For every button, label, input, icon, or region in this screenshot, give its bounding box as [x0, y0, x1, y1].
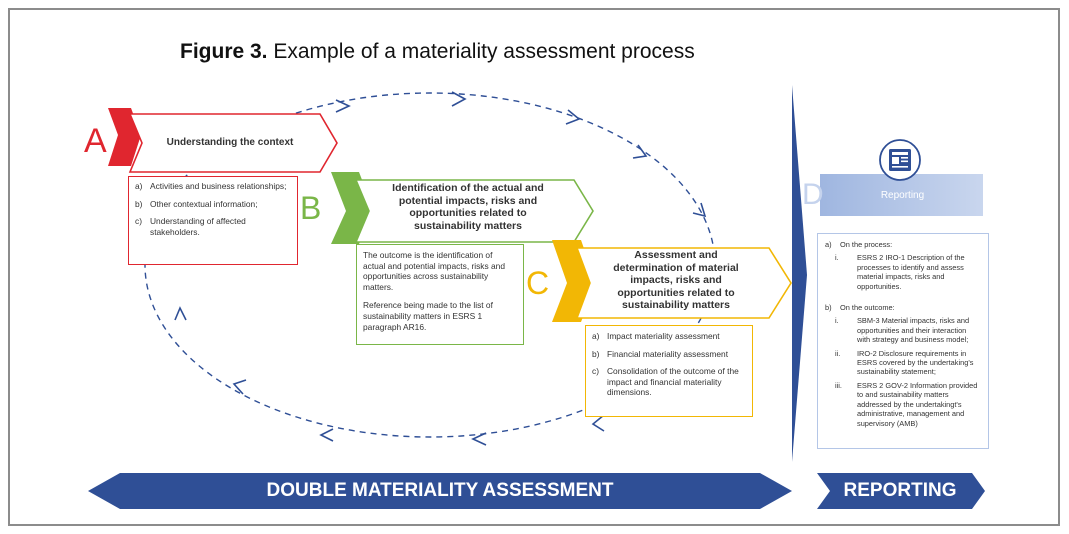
step-c-item: a)Impact materiality assessment	[592, 331, 720, 341]
step-d-outcome-heading: b)On the outcome:	[825, 303, 895, 313]
loop-arrow-1	[335, 99, 351, 113]
step-d-outcome-item: ii.IRO-2 Disclosure requirements in ESRS…	[835, 348, 974, 377]
step-a-letter: A	[84, 122, 107, 160]
step-d-banner	[820, 174, 983, 216]
step-c-item: c)Consolidation of the outcome of the im…	[592, 366, 739, 398]
loop-arrow-7	[471, 432, 487, 446]
step-b-reference: Reference being made to the list of sust…	[363, 300, 493, 332]
step-d-outcome-item: iii.ESRS 2 GOV-2 Information provided to…	[835, 380, 978, 428]
step-c-letter: C	[526, 265, 550, 301]
loop-arrow-2	[451, 91, 467, 107]
assessment-band-label: DOUBLE MATERIALITY ASSESSMENT	[266, 480, 614, 501]
step-b-box: The outcome is the identification of act…	[356, 244, 524, 345]
loop-arrow-6	[591, 414, 605, 432]
step-b-title: Identification of the actual and potenti…	[392, 182, 544, 232]
figure-title: Figure 3. Example of a materiality asses…	[180, 40, 695, 64]
loop-arrow-4	[632, 144, 648, 159]
step-c-arrow	[575, 247, 792, 319]
figure-label: Figure 3.	[180, 40, 268, 63]
assessment-band	[88, 473, 792, 509]
step-d-outcome-item: i.SBM-3 Material impacts, risks and oppo…	[835, 316, 970, 345]
loop-arrow-5	[692, 202, 707, 218]
figure-caption: Example of a materiality assessment proc…	[273, 40, 695, 63]
step-d-process-item: i.ESRS 2 IRO-1 Description of the proces…	[835, 253, 965, 291]
loop-arrow-10	[174, 306, 187, 321]
step-b-outcome: The outcome is the identification of act…	[363, 250, 505, 292]
step-a-item: a)Activities and business relationships;	[135, 181, 287, 191]
step-a-title: Understanding the context	[166, 137, 294, 148]
step-a-item: c)Understanding of affected stakeholders…	[135, 216, 246, 237]
step-d-process-heading: a)On the process:	[825, 240, 893, 249]
separator-arrow	[792, 85, 807, 462]
step-a-box: a)Activities and business relationships;…	[128, 176, 298, 265]
cycle-arrows	[174, 91, 707, 446]
step-a-item: b)Other contextual information;	[135, 198, 258, 209]
loop-arrow-8	[319, 428, 334, 442]
step-c-box: a)Impact materiality assessment b)Financ…	[585, 325, 753, 417]
step-d-box: a)On the process: i.ESRS 2 IRO-1 Descrip…	[817, 233, 989, 449]
step-c-title: Assessment and determination of material…	[613, 249, 739, 311]
step-d-title: Reporting	[880, 190, 925, 201]
loop-arrow-3	[565, 109, 581, 125]
reporting-band	[817, 473, 985, 509]
newspaper-icon	[879, 139, 921, 181]
step-c-item: b)Financial materiality assessment	[592, 348, 729, 359]
loop-arrow-9	[232, 379, 247, 395]
step-a-arrow	[128, 113, 338, 173]
reporting-band-label: REPORTING	[843, 480, 957, 501]
step-d-letter: D	[802, 178, 824, 211]
step-b-letter: B	[300, 190, 322, 226]
